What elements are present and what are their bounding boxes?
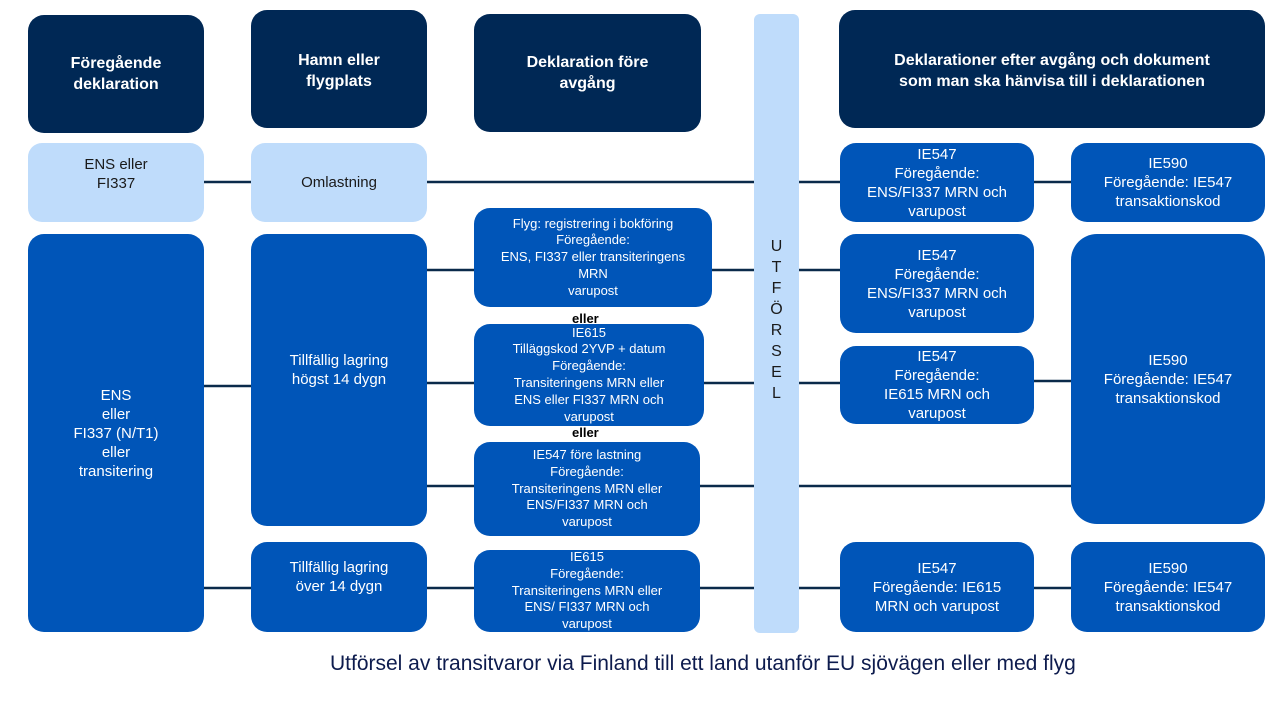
box-ens-transit: ENS eller FI337 (N/T1) eller transiterin… [28, 234, 204, 632]
box-text: Föregående: IE547 [1103, 371, 1233, 388]
box-text: IE547 före lastning [532, 447, 642, 462]
box-text: ENS eller [84, 156, 148, 173]
box-text: Föregående: IE547 [1103, 174, 1233, 191]
box-text: Transiteringens MRN eller [511, 480, 663, 496]
box-temp-storage-over-14: Tillfällig lagring över 14 dygn [251, 542, 427, 632]
box-ie547-ens-fi337-row1: IE547 Föregående: ENS/FI337 MRN och varu… [840, 143, 1034, 222]
box-text: IE547 [917, 348, 957, 365]
exit-letter: F [771, 280, 782, 297]
header-text: Föregående [70, 55, 162, 72]
header-after-departure: Deklarationer efter avgång och dokument … [839, 10, 1265, 128]
box-text: Tillfällig lagring [289, 352, 389, 369]
box-ens-or-fi337: ENS eller FI337 [28, 143, 204, 222]
box-text: IE590 [1148, 352, 1188, 369]
box-text: över 14 dygn [295, 578, 383, 595]
box-text: ENS/ FI337 MRN och [524, 599, 650, 615]
box-text: högst 14 dygn [291, 371, 387, 388]
box-text: transaktionskod [1115, 597, 1221, 615]
box-ie547-ie615: IE547 Föregående: IE615 MRN och varupost [840, 346, 1034, 424]
exit-bar: U T F Ö R S E L [754, 14, 799, 633]
box-text: varupost [908, 202, 966, 220]
box-text: IE547 [917, 145, 957, 163]
box-text: Föregående: [894, 367, 980, 384]
exit-letter: E [771, 364, 782, 381]
exit-letter: T [771, 259, 782, 276]
box-text: Föregående: [550, 565, 624, 581]
header-previous-declaration: Föregående deklaration [28, 15, 204, 133]
box-ie615-supplementary-code: IE615 Tilläggskod 2YVP + datum Föregåend… [474, 324, 704, 426]
box-text: ENS/FI337 MRN och [866, 284, 1008, 302]
diagram-caption: Utförsel av transitvaror via Finland til… [330, 652, 1076, 675]
box-text: varupost [562, 616, 612, 632]
box-ie547-before-loading: IE547 före lastning Föregående: Transite… [474, 442, 700, 536]
box-text: IE547 [917, 246, 957, 264]
box-text: varupost [568, 282, 618, 298]
box-text: ENS/FI337 MRN och [866, 183, 1008, 201]
box-text: IE615 MRN och [884, 386, 990, 403]
box-ie615-transit: IE615 Föregående: Transiteringens MRN el… [474, 549, 700, 632]
box-text: varupost [562, 514, 612, 530]
box-ie547-ens-fi337-row2: IE547 Föregående: ENS/FI337 MRN och varu… [840, 234, 1034, 333]
exit-letter: U [770, 238, 783, 255]
box-text: ENS/FI337 MRN och [526, 497, 648, 513]
box-text: Föregående: IE547 [1103, 578, 1233, 596]
box-text: Föregående: [894, 265, 980, 283]
box-text: Föregående: IE615 [872, 578, 1002, 596]
box-text: FI337 [96, 175, 136, 192]
box-text: Föregående: [894, 164, 980, 182]
box-text: ENS, FI337 eller transiteringens [500, 249, 686, 265]
box-text: Transiteringens MRN eller [513, 375, 665, 390]
box-text: ENS [100, 386, 132, 404]
or-label: eller [572, 425, 599, 440]
box-flight-registration: Flyg: registrering i bokföring Föregåend… [474, 208, 712, 307]
box-text: eller [101, 443, 131, 461]
box-text: varupost [564, 408, 614, 424]
box-text: IE590 [1148, 559, 1188, 577]
box-text: MRN [578, 265, 608, 281]
exit-letter: L [772, 385, 781, 402]
box-text: transitering [78, 462, 154, 480]
box-ie590-row2: IE590 Föregående: IE547 transaktionskod [1071, 234, 1265, 524]
box-text: MRN och varupost [874, 597, 1000, 615]
box-ie590-row3: IE590 Föregående: IE547 transaktionskod [1071, 542, 1265, 632]
box-text: varupost [908, 405, 966, 422]
box-text: IE590 [1148, 155, 1188, 172]
header-text: deklaration [73, 76, 159, 93]
box-text: Tilläggskod 2YVP + datum [512, 341, 666, 357]
box-text: FI337 (N/T1) [73, 424, 159, 442]
exit-letter: Ö [770, 301, 783, 318]
header-before-departure: Deklaration före avgång [474, 14, 701, 132]
header-text: avgång [559, 75, 616, 92]
header-text: flygplats [306, 73, 372, 90]
exit-letter: S [771, 343, 782, 360]
box-text: transaktionskod [1115, 390, 1221, 407]
box-temp-storage-max-14: Tillfällig lagring högst 14 dygn [251, 234, 427, 526]
box-text: Föregående: [552, 358, 626, 374]
box-ie590-row1: IE590 Föregående: IE547 transaktionskod [1071, 143, 1265, 222]
or-label: eller [572, 311, 599, 326]
header-text: Hamn eller [298, 52, 380, 69]
header-text: som man ska hänvisa till i deklarationen [899, 73, 1205, 90]
box-text: IE615 [570, 549, 604, 565]
box-text: IE615 [572, 324, 606, 340]
exit-letter: R [770, 322, 783, 339]
box-text: transaktionskod [1115, 193, 1221, 210]
box-ie547-ie615-mrn: IE547 Föregående: IE615 MRN och varupost [840, 542, 1034, 632]
header-text: Deklarationer efter avgång och dokument [894, 52, 1210, 69]
box-text: eller [101, 405, 131, 423]
box-text: Omlastning [301, 174, 377, 191]
box-text: Flyg: registrering i bokföring [512, 215, 674, 231]
box-text: ENS eller FI337 MRN och [514, 391, 664, 407]
box-text: varupost [908, 303, 966, 321]
header-text: Deklaration före [526, 54, 649, 71]
box-text: Transiteringens MRN eller [511, 582, 663, 598]
box-text: IE547 [917, 559, 957, 577]
header-port-airport: Hamn eller flygplats [251, 10, 427, 128]
box-transshipment: Omlastning [251, 143, 427, 222]
box-text: Föregående: [556, 232, 630, 248]
box-text: Föregående: [550, 463, 624, 479]
box-text: Tillfällig lagring [289, 559, 389, 576]
